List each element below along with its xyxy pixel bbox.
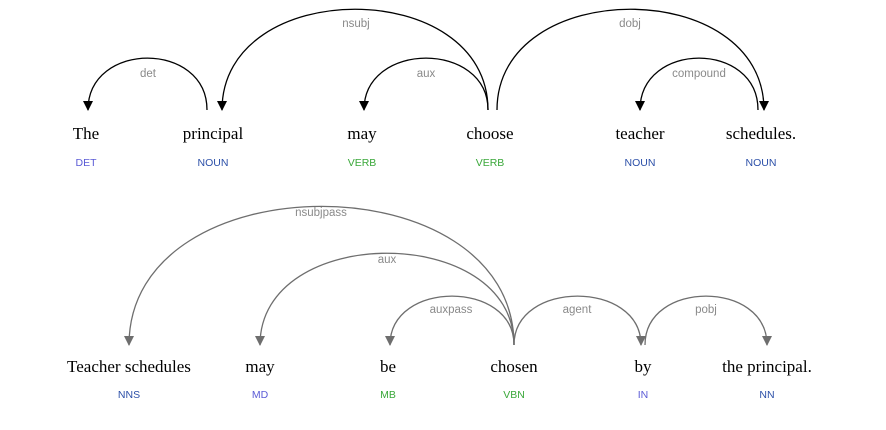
token-word: be [380,357,396,376]
relation-label-aux: aux [417,68,436,80]
pos-tag: NN [759,389,774,401]
arrowhead-nsubj [217,101,227,111]
arrowhead-aux [359,101,369,111]
relation-label-compound: compound [672,68,726,80]
pos-tag: MD [252,389,269,401]
pos-tag: NOUN [198,157,229,169]
arc-compound [639,57,759,111]
token-word: The [73,124,99,143]
pos-tag: VERB [348,157,377,169]
pos-tag: VBN [503,389,525,401]
relation-label-dobj: dobj [619,18,641,30]
relation-label-pobj: pobj [695,304,717,316]
arc-nsubj [221,8,489,111]
arc-agent [513,295,642,346]
arrowhead-det [83,101,93,111]
arrowhead-pobj [762,336,772,346]
pos-tag: IN [638,389,649,401]
relation-label-agent: agent [563,304,593,316]
arrowhead-agent [636,336,646,346]
relation-label-aux: aux [378,254,397,266]
pos-tag: MB [380,389,396,401]
token-word: Teacher schedules [67,357,191,376]
token-word: by [635,357,653,376]
arrowhead-dobj [759,101,769,111]
arc-nsubjpass [128,205,515,346]
token-word: principal [183,124,244,143]
pos-tag: DET [76,157,98,169]
token-word: the principal. [722,357,812,376]
arrowhead-auxpass [385,336,395,346]
token-word: schedules. [726,124,796,143]
relation-label-nsubj: nsubj [342,18,370,30]
arc-aux [363,57,489,111]
arc-dobj [496,8,765,111]
arc-auxpass [389,295,515,346]
arc-det [87,57,208,111]
token-word: may [245,357,275,376]
pos-tag: NOUN [746,157,777,169]
arrowhead-compound [635,101,645,111]
arrowhead-nsubjpass [124,336,134,346]
pos-tag: NOUN [625,157,656,169]
pos-tag: NNS [118,389,140,401]
token-word: teacher [615,124,664,143]
token-word: chosen [490,357,538,376]
relation-label-det: det [140,68,157,80]
arc-pobj [644,295,768,346]
token-word: choose [466,124,513,143]
relation-label-nsubjpass: nsubjpass [295,207,347,219]
pos-tag: VERB [476,157,505,169]
token-word: may [347,124,377,143]
arrowhead-aux [255,336,265,346]
arc-aux [259,252,515,346]
relation-label-auxpass: auxpass [430,304,473,316]
